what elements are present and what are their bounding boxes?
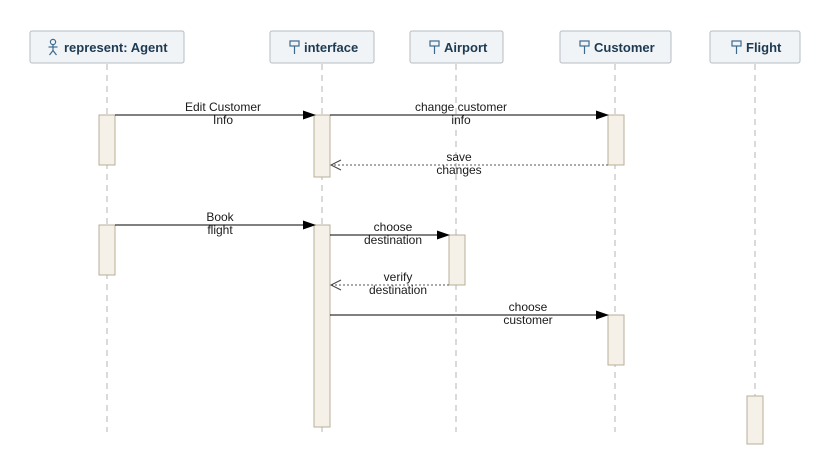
- participant-label: interface: [304, 40, 358, 55]
- message-label: choose: [509, 300, 548, 314]
- participant-label: Customer: [594, 40, 655, 55]
- activations: [98, 114, 764, 445]
- activation-agent-2[interactable]: [98, 224, 116, 276]
- message-label: Edit Customer: [185, 100, 261, 114]
- activation-interface-1[interactable]: [313, 114, 331, 178]
- message-book-flight[interactable]: Book flight: [115, 210, 316, 237]
- message-label: verify: [384, 270, 413, 284]
- arrow-head: [596, 110, 609, 120]
- arrow-head: [596, 310, 609, 320]
- message-label: save: [446, 150, 472, 164]
- message-label: Info: [213, 113, 233, 127]
- message-label: destination: [369, 283, 427, 297]
- message-choose-customer[interactable]: choose customer: [330, 300, 609, 327]
- lifelines: [106, 64, 756, 432]
- arrow-head: [329, 159, 342, 171]
- message-label: flight: [207, 223, 233, 237]
- participant-customer[interactable]: Customer: [559, 30, 672, 64]
- activation-customer-1[interactable]: [607, 114, 625, 166]
- message-label: choose: [374, 220, 413, 234]
- message-save-changes[interactable]: save changes: [329, 150, 608, 177]
- arrow-head: [303, 220, 316, 230]
- message-edit-customer-info[interactable]: Edit Customer Info: [115, 100, 316, 127]
- participant-label: represent: Agent: [64, 40, 168, 55]
- activation-airport-1[interactable]: [448, 234, 466, 286]
- arrow-head: [303, 110, 316, 120]
- boundary-icon: [289, 40, 300, 54]
- message-change-customer-info[interactable]: change customer info: [330, 100, 609, 127]
- participant-agent[interactable]: represent: Agent: [29, 30, 185, 64]
- activation-flight-1[interactable]: [746, 395, 764, 445]
- message-label: customer: [503, 313, 552, 327]
- message-verify-destination[interactable]: verify destination: [329, 270, 449, 297]
- arrow-head: [329, 279, 342, 291]
- message-label: info: [451, 113, 471, 127]
- message-label: Book: [206, 210, 234, 224]
- boundary-icon: [731, 40, 742, 54]
- message-label: destination: [364, 233, 422, 247]
- boundary-icon: [579, 40, 590, 54]
- activation-customer-2[interactable]: [607, 314, 625, 366]
- participant-airport[interactable]: Airport: [409, 30, 504, 64]
- activation-interface-2[interactable]: [313, 224, 331, 428]
- message-label: changes: [436, 163, 481, 177]
- arrow-head: [437, 230, 450, 240]
- boundary-icon: [429, 40, 440, 54]
- message-choose-destination[interactable]: choose destination: [330, 220, 450, 247]
- participant-label: Airport: [444, 40, 488, 55]
- actor-icon: [48, 38, 58, 56]
- activation-agent-1[interactable]: [98, 114, 116, 166]
- participant-flight[interactable]: Flight: [709, 30, 801, 64]
- participant-label: Flight: [746, 40, 782, 55]
- participant-interface[interactable]: interface: [269, 30, 375, 64]
- message-label: change customer: [415, 100, 507, 114]
